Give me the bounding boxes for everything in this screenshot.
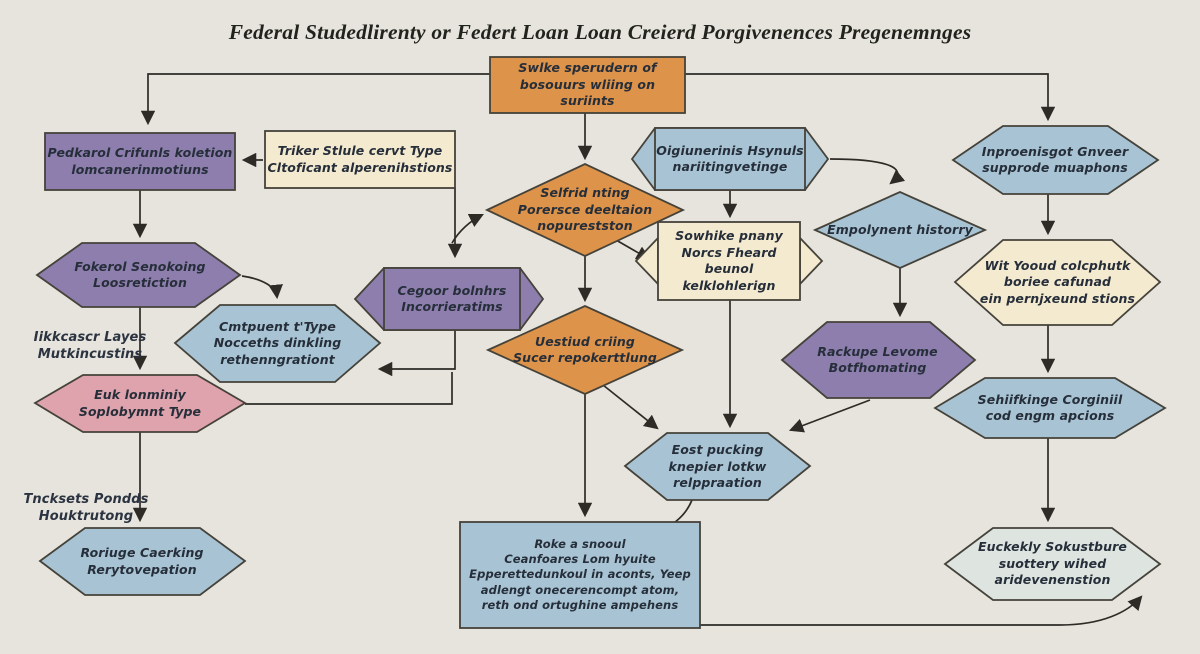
cmtpuent-hexagon bbox=[173, 304, 382, 383]
cream-box1-shape bbox=[264, 130, 456, 189]
fokerol-hexagon bbox=[35, 242, 242, 308]
euk-hexagon bbox=[33, 374, 247, 433]
arrow-cegoor-to-seifrid bbox=[451, 214, 484, 244]
oiglunerinis-inner-rect bbox=[654, 127, 806, 191]
sowhike-box-shape bbox=[657, 221, 801, 301]
roriuge-hexagon bbox=[38, 527, 247, 596]
sowhike-right-point bbox=[799, 235, 824, 287]
arrow-topbox-to-inproenisgot bbox=[685, 73, 1056, 122]
inproenisgot-hexagon bbox=[951, 125, 1160, 195]
wityooud-hexagon bbox=[953, 239, 1162, 326]
arrow-bottombox-to-euckekly bbox=[700, 595, 1143, 626]
arrow-oiglunerinis-to-empolyment bbox=[829, 158, 906, 185]
arrow-topbox-to-purplebox bbox=[140, 73, 490, 126]
euckekly-hexagon bbox=[943, 527, 1162, 601]
arrow-rackupe-to-eost bbox=[788, 399, 871, 433]
empolyment-diamond bbox=[812, 191, 988, 269]
eost-hexagon bbox=[623, 432, 812, 501]
seifrid-diamond bbox=[484, 163, 686, 257]
arrow-fokerol-to-cmtpuent bbox=[241, 275, 283, 300]
bottom-box-shape bbox=[459, 521, 701, 629]
arrow-cegoor-to-cmtpuent bbox=[377, 330, 456, 377]
cegoor-inner-rect bbox=[383, 267, 521, 331]
arrow-uestiud-to-eost bbox=[602, 384, 659, 430]
arrow-euk-join-line bbox=[245, 372, 453, 405]
rackupe-hexagon bbox=[780, 321, 977, 399]
node-shapes bbox=[33, 56, 1167, 629]
top-box-shape bbox=[489, 56, 686, 114]
sowhike-left-point bbox=[634, 235, 659, 287]
connector-arrows bbox=[132, 73, 1143, 626]
purple-box-shape bbox=[44, 132, 236, 191]
sehiifkinge-hexagon bbox=[933, 377, 1167, 439]
uestiud-diamond bbox=[485, 305, 685, 395]
